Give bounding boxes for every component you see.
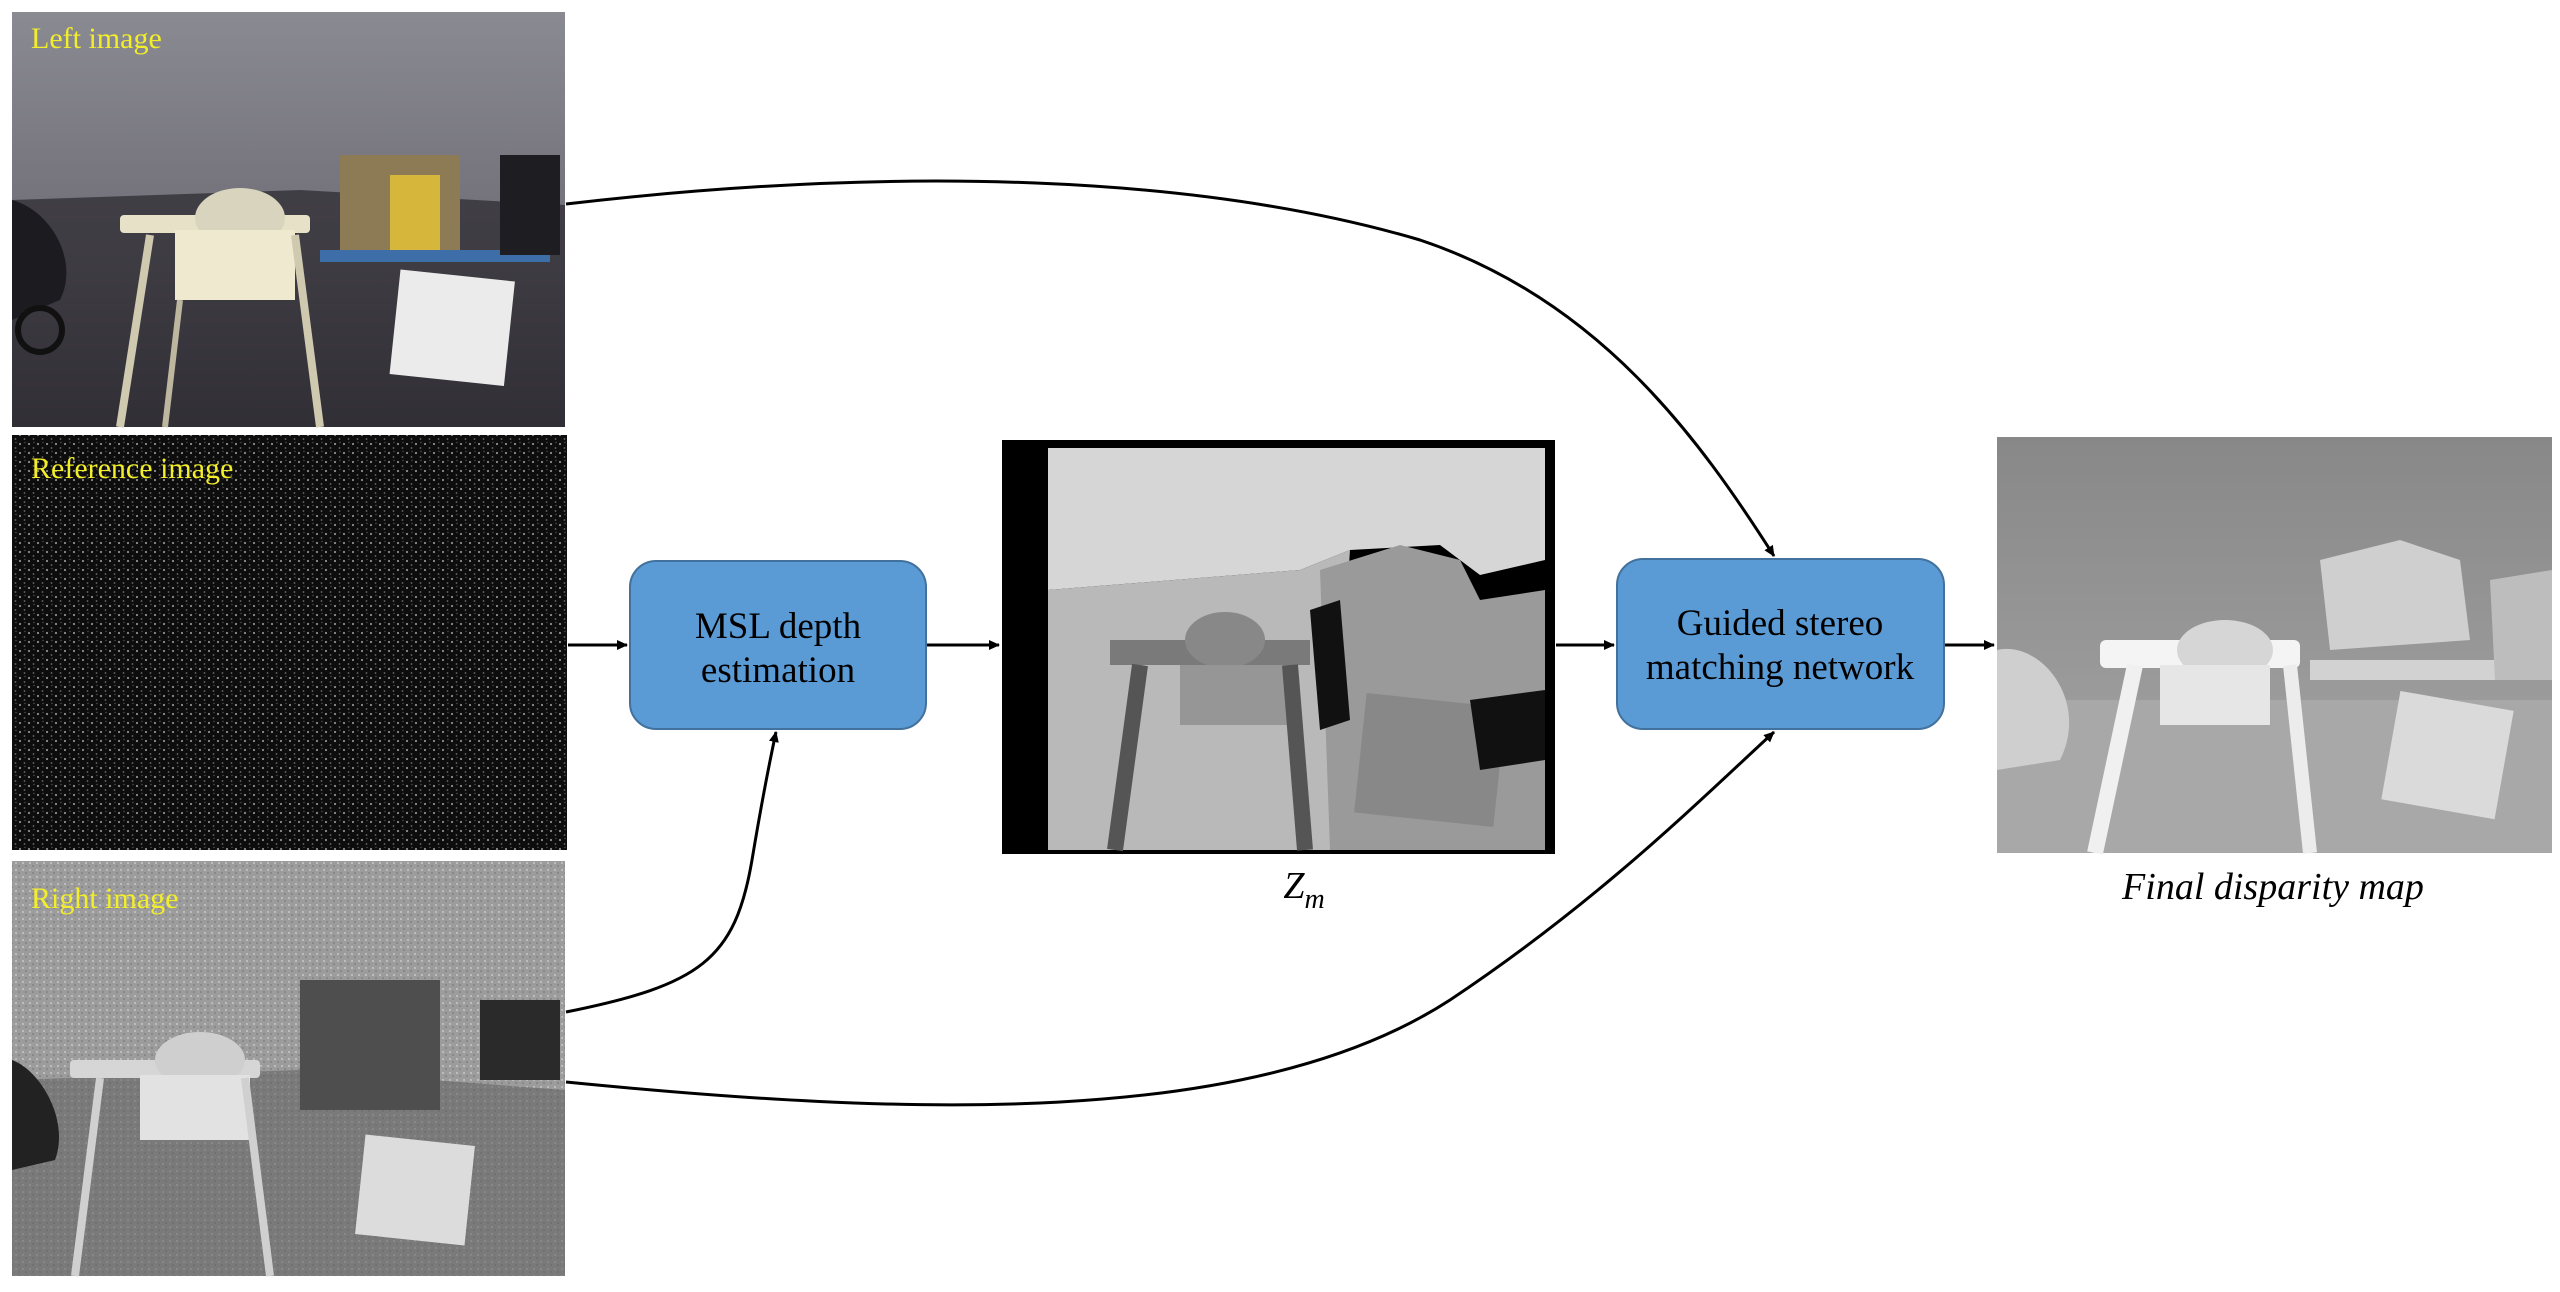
zm-depth-map: [1002, 440, 1555, 854]
guided-stereo-matching-block: Guided stereo matching network: [1616, 558, 1945, 730]
right-image-label: Right image: [31, 882, 178, 915]
reference-image-label: Reference image: [31, 452, 233, 485]
arrows: [565, 179, 1995, 1107]
left-image: [12, 12, 565, 428]
msl-block-line1: MSL depth: [695, 606, 862, 647]
arrow-right-to-guided: [565, 730, 1776, 1107]
guided-block-line2: matching network: [1646, 647, 1915, 688]
msl-block-line2: estimation: [701, 650, 855, 691]
arrow-left-to-guided: [565, 179, 1776, 557]
zm-caption: Zm: [1283, 865, 1324, 915]
left-image-label: Left image: [31, 22, 162, 55]
final-disparity-caption: Final disparity map: [2121, 866, 2424, 908]
zm-symbol: Z: [1283, 865, 1305, 907]
arrow-right-to-msl: [565, 731, 779, 1014]
final-disparity-map: [1997, 437, 2552, 855]
zm-subscript: m: [1304, 884, 1324, 915]
reference-image: [12, 435, 567, 850]
guided-block-line1: Guided stereo: [1677, 603, 1884, 644]
right-image: [12, 861, 565, 1277]
msl-depth-estimation-block: MSL depth estimation: [629, 560, 927, 730]
